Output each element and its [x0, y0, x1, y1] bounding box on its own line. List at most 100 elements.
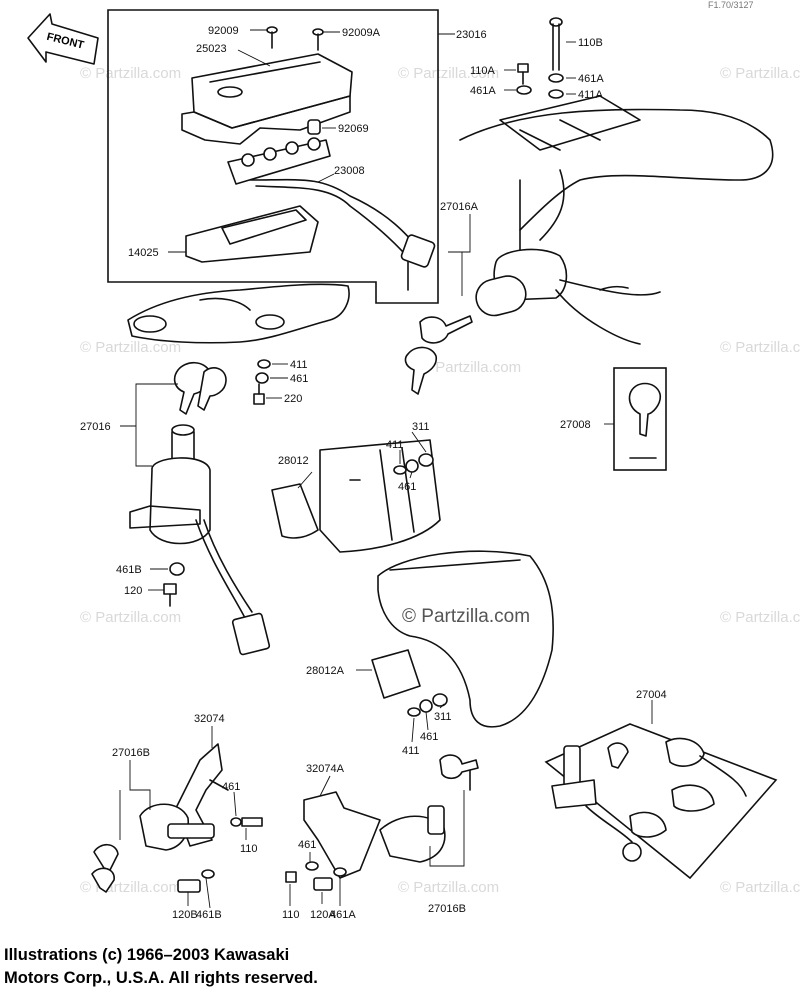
- part-label: 92009A: [342, 27, 381, 39]
- part-labels: 92009 92009A 23016 25023 92069 23008 140…: [80, 25, 667, 921]
- bolt-icon: [285, 871, 297, 883]
- caption-line: Illustrations (c) 1966–2003 Kawasaki: [4, 946, 290, 964]
- watermark: © Partzilla.com: [398, 65, 499, 82]
- part-label: 311: [412, 421, 430, 433]
- part-label: 27016: [80, 421, 111, 433]
- part-label: 411: [402, 745, 420, 757]
- part-label: 23016: [456, 29, 487, 41]
- washer-icon: [305, 861, 319, 871]
- watermark: © Partzilla.com: [420, 359, 521, 376]
- bolt-icon: [549, 17, 563, 71]
- bolt-icon: [241, 817, 263, 827]
- screw-icon: [312, 28, 324, 51]
- bolt-icon: [163, 583, 177, 607]
- part-label: 27008: [560, 419, 591, 431]
- washer-icon: [230, 817, 242, 827]
- copyright-caption: Illustrations (c) 1966–2003 Kawasaki Mot…: [4, 944, 318, 990]
- part-label: 461: [290, 373, 308, 385]
- part-label: 461: [222, 781, 240, 793]
- socket-harness: [227, 137, 436, 291]
- part-label: 28012: [278, 455, 309, 467]
- part-label: 110: [282, 909, 300, 921]
- corner-code: F1.70/3127: [708, 0, 754, 10]
- part-label: 411A: [578, 89, 604, 101]
- ignition-switch: [475, 248, 661, 345]
- nut-icon: [432, 693, 448, 707]
- part-label: 92069: [338, 123, 369, 135]
- watermark-large: © Partzilla.com: [402, 606, 530, 627]
- bolt-icon: [253, 383, 265, 405]
- key-icon: [404, 315, 473, 395]
- switch-set-box: [544, 723, 778, 880]
- watermark: © Partzilla.com: [80, 65, 181, 82]
- front-arrow-icon: FRONT: [27, 13, 99, 65]
- watermark: © Partzilla.com: [720, 609, 800, 626]
- bolt-icon: [313, 877, 333, 891]
- reflector-bracket: [319, 439, 441, 553]
- part-label: 25023: [196, 43, 227, 55]
- part-label: 92009: [208, 25, 239, 37]
- part-label: 461A: [330, 909, 356, 921]
- part-label: 32074A: [306, 763, 345, 775]
- part-label: 120: [124, 585, 142, 597]
- ignition-switch: [129, 424, 271, 656]
- frame-assembly: [459, 95, 774, 261]
- part-label: 110: [240, 843, 258, 855]
- watermark: © Partzilla.com: [398, 879, 499, 896]
- watermark: © Partzilla.com: [720, 879, 800, 896]
- washer-icon: [548, 73, 564, 83]
- washer-icon: [257, 359, 271, 369]
- part-label: 32074: [194, 713, 225, 725]
- part-label: 461A: [578, 73, 604, 85]
- watermark: © Partzilla.com: [80, 879, 181, 896]
- key-box: [613, 367, 667, 471]
- bolt-icon: [177, 879, 201, 893]
- watermark: © Partzilla.com: [720, 65, 800, 82]
- nut-icon: [255, 372, 269, 384]
- bulb-icon: [307, 119, 321, 135]
- reflector-28012: [271, 483, 319, 539]
- nut-icon: [418, 453, 434, 467]
- key-icon: [173, 361, 227, 415]
- part-label: 23008: [334, 165, 365, 177]
- part-label: 461: [420, 731, 438, 743]
- watermark: © Partzilla.com: [80, 339, 181, 356]
- washer-icon: [393, 465, 407, 475]
- part-label: 461B: [116, 564, 142, 576]
- caption-line: Motors Corp., U.S.A. All rights reserved…: [4, 969, 318, 987]
- watermark: © Partzilla.com: [80, 609, 181, 626]
- key-icon: [439, 754, 479, 791]
- part-label: 220: [284, 393, 302, 405]
- nut-icon: [169, 562, 185, 576]
- part-label: 27004: [636, 689, 667, 701]
- part-label: 120A: [310, 909, 336, 921]
- part-label: 461: [398, 481, 416, 493]
- washer-icon: [516, 85, 532, 95]
- bolt-icon: [517, 63, 529, 85]
- part-label: 411: [290, 359, 308, 371]
- screw-icon: [266, 26, 278, 49]
- part-label: 311: [434, 711, 452, 723]
- washer-icon: [407, 707, 421, 717]
- part-label: 110A: [470, 65, 496, 77]
- part-label: 110B: [578, 37, 603, 49]
- part-label: 461A: [470, 85, 496, 97]
- reflector-28012A: [371, 649, 421, 699]
- washer-icon: [548, 89, 564, 99]
- assembly-box-23016: [107, 9, 439, 304]
- nut-icon: [419, 699, 433, 713]
- top-bracket: [127, 283, 350, 344]
- nut-icon: [405, 459, 419, 473]
- part-label: 411: [386, 439, 404, 451]
- leader-lines: [119, 29, 653, 909]
- part-label: 27016B: [112, 747, 150, 759]
- bracket-32074A: [303, 791, 446, 879]
- part-label: 28012A: [306, 665, 345, 677]
- washer-icon: [201, 869, 215, 879]
- rear-fender: [377, 550, 554, 728]
- watermark: © Partzilla.com: [720, 339, 800, 356]
- washer-icon: [333, 867, 347, 877]
- part-label: 14025: [128, 247, 159, 259]
- part-label: 461B: [196, 909, 222, 921]
